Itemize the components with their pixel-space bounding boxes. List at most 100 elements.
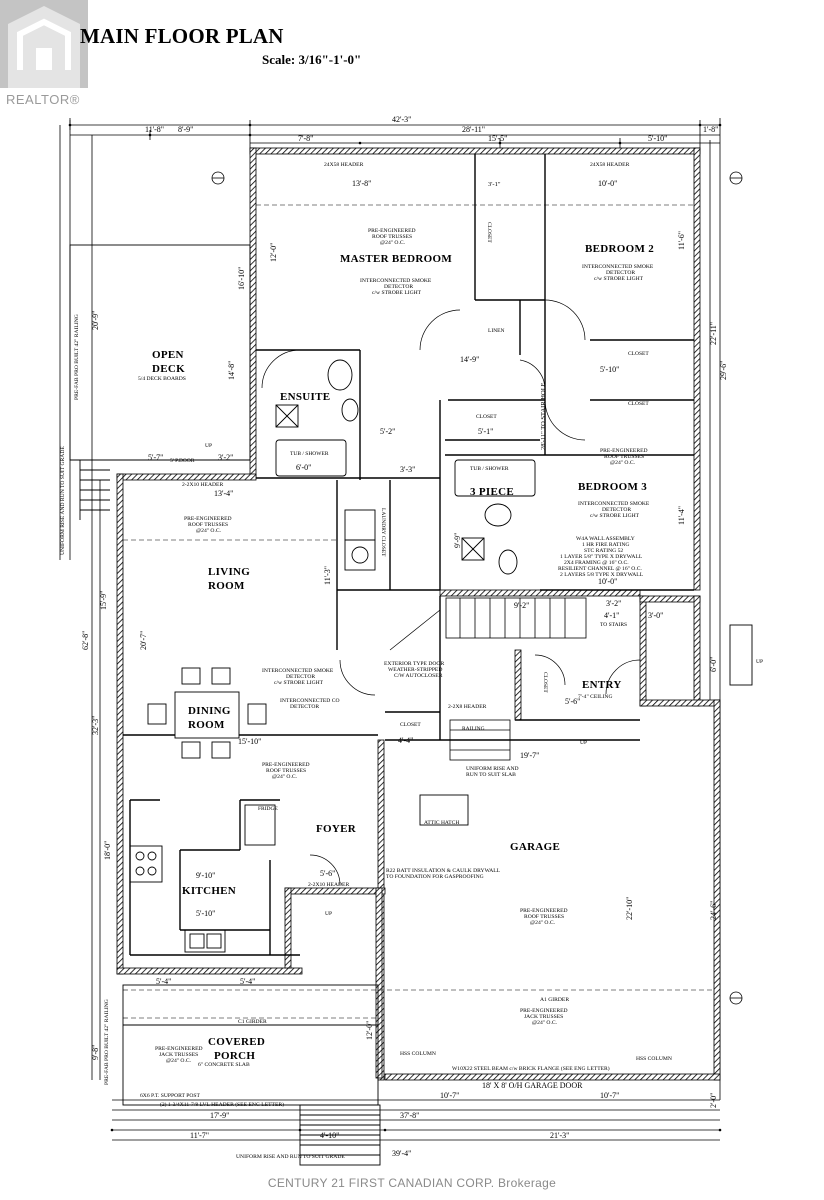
dim-bot-2: 10'-7"	[600, 1091, 619, 1100]
label-up-deck: UP	[205, 443, 212, 449]
dim-lr-depth: 11'-3"	[323, 566, 332, 585]
dim-garage-d2: 24'-6"	[709, 901, 718, 920]
dim-left-62: 62'-8"	[81, 631, 90, 650]
dim-deck-w: 14'-8"	[227, 361, 236, 380]
truss-lines	[123, 204, 714, 1019]
note-truss-master-3: @24" O.C.	[380, 240, 406, 246]
note-wall-6: RESILIENT CHANNEL @ 16" O.C.	[558, 566, 642, 572]
dim-left-32: 32'-3"	[91, 716, 100, 735]
laundry-units	[344, 509, 376, 571]
note-header-foyer: 2-2X10 HEADER	[308, 882, 349, 888]
dim-mb-depth: 12'-0"	[269, 243, 278, 262]
room-living-line1: LIVING	[208, 566, 250, 578]
label-fridge: FRIDGE	[258, 806, 279, 812]
exterior-door-side	[729, 624, 753, 686]
dim-closet-2: 4'-4"	[398, 736, 413, 745]
note-truss-lr-2: ROOF TRUSSES	[188, 522, 228, 528]
note-wall-3: STC RATING 52	[584, 548, 623, 554]
dim-kit-w2: 5'-10"	[196, 909, 215, 918]
note-truss-b3-2: ROOF TRUSSES	[604, 454, 644, 460]
dining-set	[147, 667, 267, 759]
dim-entry-w: 5'-6"	[565, 697, 580, 706]
interior-walls	[123, 154, 694, 956]
room-entry: ENTRY	[582, 679, 622, 691]
note-wall-1: W4A WALL ASSEMBLY	[576, 536, 635, 542]
label-tub-ensuite: TUB / SHOWER	[290, 451, 329, 457]
room-dining-line1: DINING	[188, 705, 231, 717]
dim-porch-d: 12'-0"	[365, 1021, 374, 1040]
note-smoke-master-3: c/w STROBE LIGHT	[372, 290, 422, 296]
note-header-master: 24X58 HEADER	[324, 162, 364, 168]
label-closet-hall: CLOSET	[476, 414, 497, 420]
fixture-labels: CLOSET LINEN CLOSET CLOSET CLOSET LAUNDR…	[170, 222, 763, 917]
note-stair-hole: 28'-11" TO STAIR HOLE	[540, 382, 547, 450]
dim-ens-w: 6'-0"	[296, 463, 311, 472]
dim-lr-width: 13'-4"	[214, 489, 233, 498]
dim-3pc-depth: 9'-9"	[453, 533, 462, 548]
label-laundry-closet: LAUNDRY CLOSET	[380, 508, 386, 557]
room-ensuite: ENSUITE	[280, 391, 330, 403]
label-linen: LINEN	[488, 328, 505, 334]
dim-b2-width: 10'-0"	[598, 179, 617, 188]
note-jack-garage-2: JACK TRUSSES	[524, 1014, 563, 1020]
label-up-entry: UP	[580, 740, 587, 746]
note-truss-dr-2: ROOF TRUSSES	[266, 768, 306, 774]
realtor-watermark: REALTOR®	[6, 92, 80, 107]
room-master-bedroom: MASTER BEDROOM	[340, 253, 452, 265]
note-lvl-header: (2) 1-3/4X11-7/8 LVL HEADER (SEE ENG LET…	[160, 1101, 284, 1108]
note-smoke-b2-1: INTERCONNECTED SMOKE	[582, 264, 654, 270]
dim-ens-d: 5'-2"	[380, 427, 395, 436]
note-smoke-b2-3: c/w STROBE LIGHT	[594, 276, 644, 282]
note-truss-b3-1: PRE-ENGINEERED	[600, 448, 648, 454]
note-rise-entry-1: UNIFORM RISE AND	[466, 766, 519, 772]
note-truss-lr-3: @24" O.C.	[196, 528, 222, 534]
note-jack-porch-1: PRE-ENGINEERED	[155, 1046, 203, 1052]
dim-bot-1: 10'-7"	[440, 1091, 459, 1100]
note-header-b2: 24X58 HEADER	[590, 162, 630, 168]
note-porch-stairs: UNIFORM RISE AND RUN TO SUIT GRADE	[236, 1154, 345, 1160]
note-header-lr: 2-2X10 HEADER	[182, 482, 223, 488]
dim-top-c: 5'-10"	[648, 134, 667, 143]
note-r22-2: TO FOUNDATION FOR GASPROOFING	[386, 874, 484, 880]
note-truss-garage-1: PRE-ENGINEERED	[520, 908, 568, 914]
label-closet-b3: CLOSET	[628, 401, 649, 407]
note-smoke-b3-1: INTERCONNECTED SMOKE	[578, 501, 650, 507]
note-r22-1: R22 BATT INSULATION & CAULK DRYWALL	[386, 868, 501, 874]
note-ext-door-1: EXTERIOR TYPE DOOR	[384, 661, 444, 667]
dim-bot-overall2: 39'-4"	[392, 1149, 411, 1158]
room-living-line2: ROOM	[208, 580, 245, 592]
label-closet-master: CLOSET	[486, 222, 492, 243]
dim-overall-top: 42'-3"	[392, 115, 411, 124]
note-girder-c1: C1 GIRDER	[238, 1019, 267, 1025]
room-open-deck-line2: DECK	[152, 363, 185, 375]
page-title: MAIN FLOOR PLAN	[80, 24, 284, 48]
room-labels: MASTER BEDROOM BEDROOM 2 BEDROOM 3 OPEN …	[152, 243, 654, 1062]
dim-closet-depth: 5'-10"	[600, 365, 619, 374]
dim-porch-left: 9'-8"	[91, 1045, 100, 1060]
note-smoke-lr-3: c/w STROBE LIGHT	[274, 680, 324, 686]
room-bedroom-3: BEDROOM 3	[578, 481, 647, 493]
label-closet-b2: CLOSET	[628, 351, 649, 357]
realtor-logo-mark	[0, 0, 88, 88]
scale-label: Scale: 3/16"-1'-0"	[262, 52, 362, 67]
note-co-1: INTERCONNECTED CO	[280, 698, 340, 704]
door-swings	[261, 299, 641, 886]
dim-top-deck: 8'-9"	[178, 125, 193, 134]
dim-top-left: 11'-8"	[145, 125, 164, 134]
dim-closet-w: 3'-1"	[488, 181, 501, 188]
note-smoke-master-2: DETECTOR	[384, 284, 413, 290]
dimension-lines	[59, 118, 721, 1141]
dim-bath3: 3'-3"	[400, 465, 415, 474]
dim-foyer-w: 5'-6"	[320, 869, 335, 878]
note-railing-porch: PRE-FAB PRO BUILT 42" RAILING	[104, 999, 110, 1085]
note-truss-master-1: PRE-ENGINEERED	[368, 228, 416, 234]
note-truss-lr-1: PRE-ENGINEERED	[184, 516, 232, 522]
note-jack-porch-3: @24" O.C.	[166, 1058, 192, 1064]
note-wall-4: 1 LAYER 5/8" TYPE X DRYWALL	[560, 554, 643, 560]
room-kitchen: KITCHEN	[182, 885, 236, 897]
dim-garage-d: 22'-10"	[625, 897, 634, 920]
dim-top-right: 1'-8"	[703, 125, 718, 134]
label-tub-3pc: TUB / SHOWER	[470, 466, 509, 472]
note-ext-door-3: C/W AUTOCLOSER	[394, 673, 443, 679]
note-truss-garage-2: ROOF TRUSSES	[524, 914, 564, 920]
